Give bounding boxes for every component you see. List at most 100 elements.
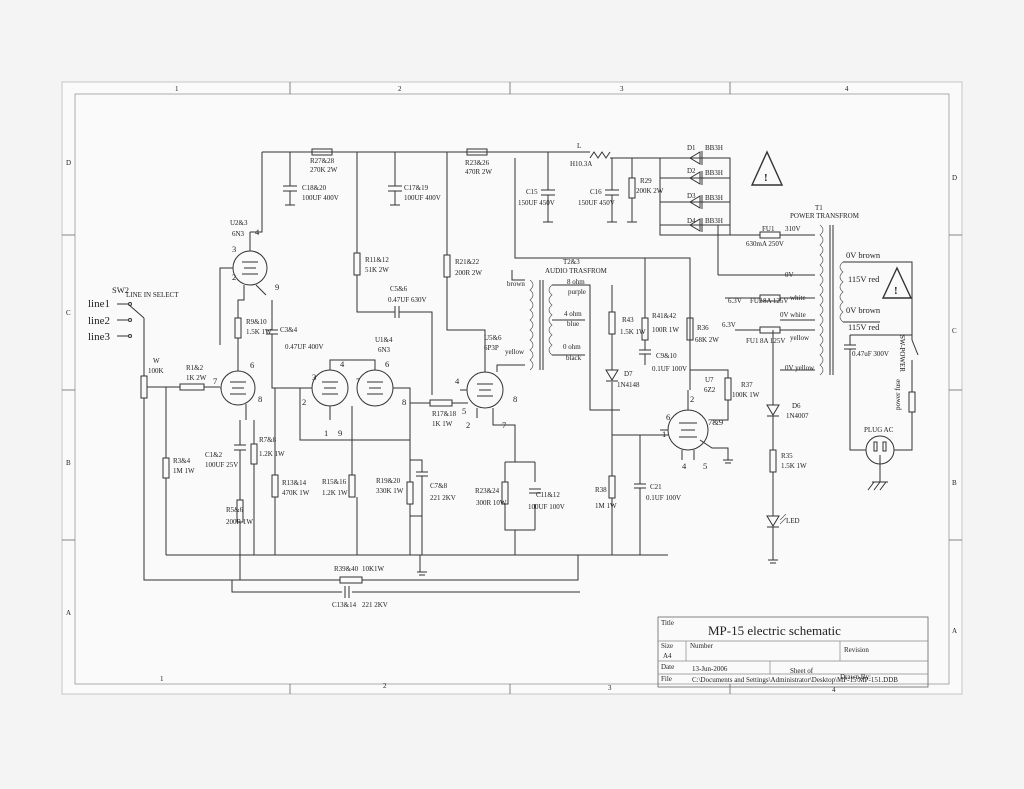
u2-pin2: 2 [232,272,236,282]
fu3-fuse [759,326,781,334]
u5-pin2: 2 [466,420,470,430]
u5-type: 6P3P [484,344,499,352]
v310-label: 310V [785,225,801,233]
c7-label: C7&8 [430,482,448,490]
title-label: Title [661,619,674,627]
l1-value: H10.3A [570,160,592,168]
line3-label: line3 [88,331,110,343]
u1-pin3: 3 [312,372,316,382]
v0-label: 0V [785,271,794,279]
c21-value: 0.1UF 100V [646,494,681,502]
d6-value: 1N4007 [786,412,809,420]
u1-pin8: 8 [402,397,406,407]
d1-label: D1 [687,144,696,152]
col-bottom-1: 1 [160,675,164,683]
u5-pin8: 8 [513,394,517,404]
c5-label: C5&6 [390,285,408,293]
r23-resistor [466,148,488,156]
r1-value: 1K 2W [186,374,207,382]
u5-pin7: 7 [502,420,506,430]
ov-brown2-label: 0V brown [846,305,881,315]
r39-value: 10K1W [362,565,385,573]
r23b-value: 300R 10W [476,499,507,507]
r3-value: 1M 1W [173,467,195,475]
r38-resistor [608,475,616,499]
sw2-desc: LINE IN SELECT [126,291,179,299]
col-bottom-4: 4 [832,686,836,694]
u5-pin5: 5 [462,406,466,416]
r27-resistor [311,148,333,156]
warning-icon [750,150,784,186]
fu2-value: 8A 125V [763,297,788,305]
r23-value: 470R 2W [465,168,492,176]
c1-value: 100UF 25V [205,461,238,469]
c18-label: C18&20 [302,184,327,192]
r35-value: 1.5K 1W [781,462,807,470]
r17-label: R17&18 [432,410,457,418]
d7-label: D7 [624,370,633,378]
d2-diode [660,171,730,185]
r1-label: R1&2 [186,364,204,372]
v115-red-label: 115V red [848,274,880,284]
d1-diode [689,151,703,165]
fu1-label: FU1 [762,225,775,233]
r7-value: 1.2K 1W [259,450,285,458]
ohm8-label: 8 ohm [567,278,585,286]
r13-label: R13&14 [282,479,307,487]
r19-label: R19&20 [376,477,401,485]
d3-label: D3 [687,192,696,200]
u1-pin1: 1 [324,428,328,438]
r29-value: 200K 2W [636,187,664,195]
r5-label: R5&6 [226,506,244,514]
r35-resistor [769,449,777,473]
r21-label: R21&22 [455,258,480,266]
d3-diode [660,195,730,209]
u2-pin9: 9 [275,282,279,292]
r39-resistor [339,576,363,584]
u7-pin1: 1 [662,429,666,439]
size-label: Size [661,642,673,650]
r38-value: 1M 1W [595,502,617,510]
power-fuse-label: power fuse [894,379,902,410]
line2-label: line2 [88,315,110,327]
c13-value: 221 2KV [362,601,388,609]
ohm4-label: 4 ohm [564,310,582,318]
r43-resistor [608,311,616,335]
r36-value: 68K 2W [695,336,719,344]
title-block: Title MP-15 electric schematic Size A4 N… [657,616,929,688]
r11-label: R11&12 [365,256,389,264]
c3-value: 0.47UF 400V [285,343,324,351]
svg-text:!: ! [894,285,898,297]
u1-pin2: 2 [302,397,306,407]
row-right-b: B [952,479,957,487]
c13-label: C13&14 [332,601,357,609]
ohm0-label: 0 ohm [563,343,581,351]
number-label: Number [690,642,714,650]
c21-label: C21 [650,483,662,491]
r41-resistor [641,317,649,341]
u1-label: U1&4 [375,336,393,344]
u1-type: 6N3 [378,346,391,354]
r38-label: R38 [595,486,607,494]
r7-label: R7&8 [259,436,277,444]
file-label: File [661,675,672,683]
w-label: W [153,357,160,365]
r41-label: R41&42 [652,312,677,320]
d4-label: D4 [687,217,696,225]
black-label: black [566,354,582,362]
row-left-c: C [66,309,71,317]
col-top-2: 2 [398,85,402,93]
r43-label: R43 [622,316,634,324]
row-right-a: A [952,627,957,635]
r21-resistor [443,254,451,278]
c1-label: C1&2 [205,451,223,459]
brown-label: brown [507,280,525,288]
d2-label: D2 [687,167,696,175]
row-right-d: D [952,174,957,182]
r29-label: R29 [640,177,652,185]
w-value: 100K [148,367,164,375]
c11-label: C11&12 [536,491,560,499]
sheet-inner-border [74,93,950,685]
revision-label: Revision [844,646,869,654]
r17-resistor [429,399,453,407]
